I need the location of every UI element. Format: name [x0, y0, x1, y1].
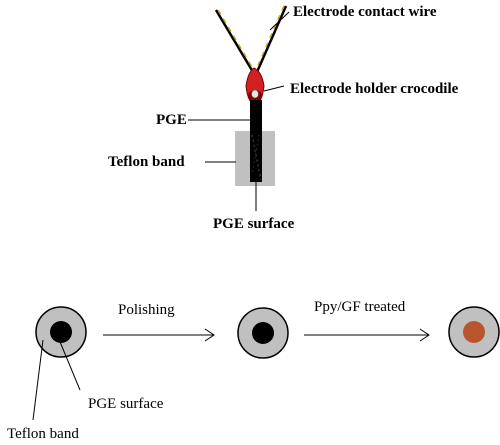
- leader-electrode-holder: [263, 85, 285, 92]
- pge-rod: [250, 100, 262, 182]
- label-teflon-band-top: Teflon band: [108, 154, 185, 170]
- leader-teflon-band-bottom: [32, 339, 44, 421]
- electrode-end-view-ppy-gf: [448, 306, 500, 358]
- electrode-end-view-polished: [237, 307, 289, 359]
- label-pge-surface-bottom: PGE surface: [88, 396, 164, 412]
- leader-pge-surface-bottom: [57, 336, 81, 391]
- electrode-contact-wire: [214, 5, 288, 73]
- label-electrode-contact-wire: Electrode contact wire: [293, 4, 437, 20]
- polishing-arrow: [103, 328, 215, 342]
- leader-electrode-contact-wire: [269, 11, 290, 31]
- label-teflon-band-bottom: Teflon band: [7, 426, 79, 442]
- ppy-gf-treated-arrow: [304, 328, 430, 342]
- crocodile-clip: [245, 67, 265, 105]
- label-ppy-gf-treated: Ppy/GF treated: [314, 299, 406, 315]
- label-pge: PGE: [156, 112, 187, 128]
- electrode-end-view-initial: [35, 306, 87, 358]
- label-polishing: Polishing: [118, 302, 175, 318]
- label-electrode-holder-crocodile: Electrode holder crocodile: [290, 81, 459, 97]
- label-pge-surface-top: PGE surface: [213, 216, 295, 232]
